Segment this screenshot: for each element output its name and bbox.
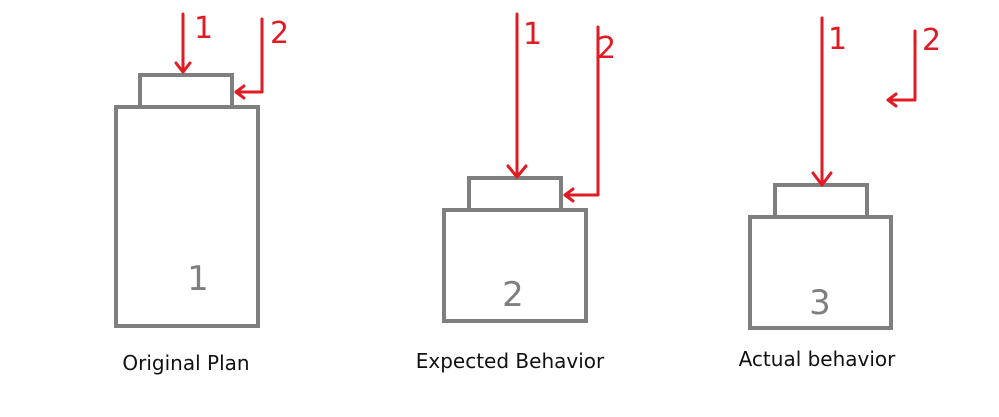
arrow-2-label: 2	[597, 31, 616, 66]
arrow-2	[234, 17, 264, 94]
panel-caption: Expected Behavior	[416, 349, 605, 373]
arrow-1-head	[811, 171, 833, 187]
box-number: 1	[187, 259, 209, 299]
arrow-2-label: 2	[922, 23, 941, 58]
arrow-2-label: 2	[270, 16, 289, 51]
panel-original-plan: 1 1 2 Original Plan	[114, 11, 289, 375]
cap-box	[138, 73, 234, 109]
arrow-1-head	[506, 164, 528, 179]
panel-actual-behavior: 3 1 2 Actual behavior	[739, 16, 941, 371]
cap-box	[773, 183, 869, 219]
arrow-2-head	[886, 92, 898, 108]
box-number: 2	[502, 275, 524, 315]
arrow-1-label: 1	[194, 11, 213, 46]
cap-box	[467, 176, 563, 212]
panel-expected-behavior: 2 1 2 Expected Behavior	[416, 12, 616, 373]
panel-caption: Actual behavior	[739, 347, 897, 371]
arrow-2	[886, 29, 917, 102]
arrow-1-label: 1	[828, 22, 847, 57]
box-number: 3	[809, 283, 831, 323]
arrow-1-label: 1	[523, 17, 542, 52]
arrow-1-head	[174, 61, 192, 74]
arrow-2	[563, 25, 600, 197]
arrow-2-head	[234, 84, 246, 100]
arrow-2-head	[563, 187, 575, 203]
panel-caption: Original Plan	[122, 351, 249, 375]
